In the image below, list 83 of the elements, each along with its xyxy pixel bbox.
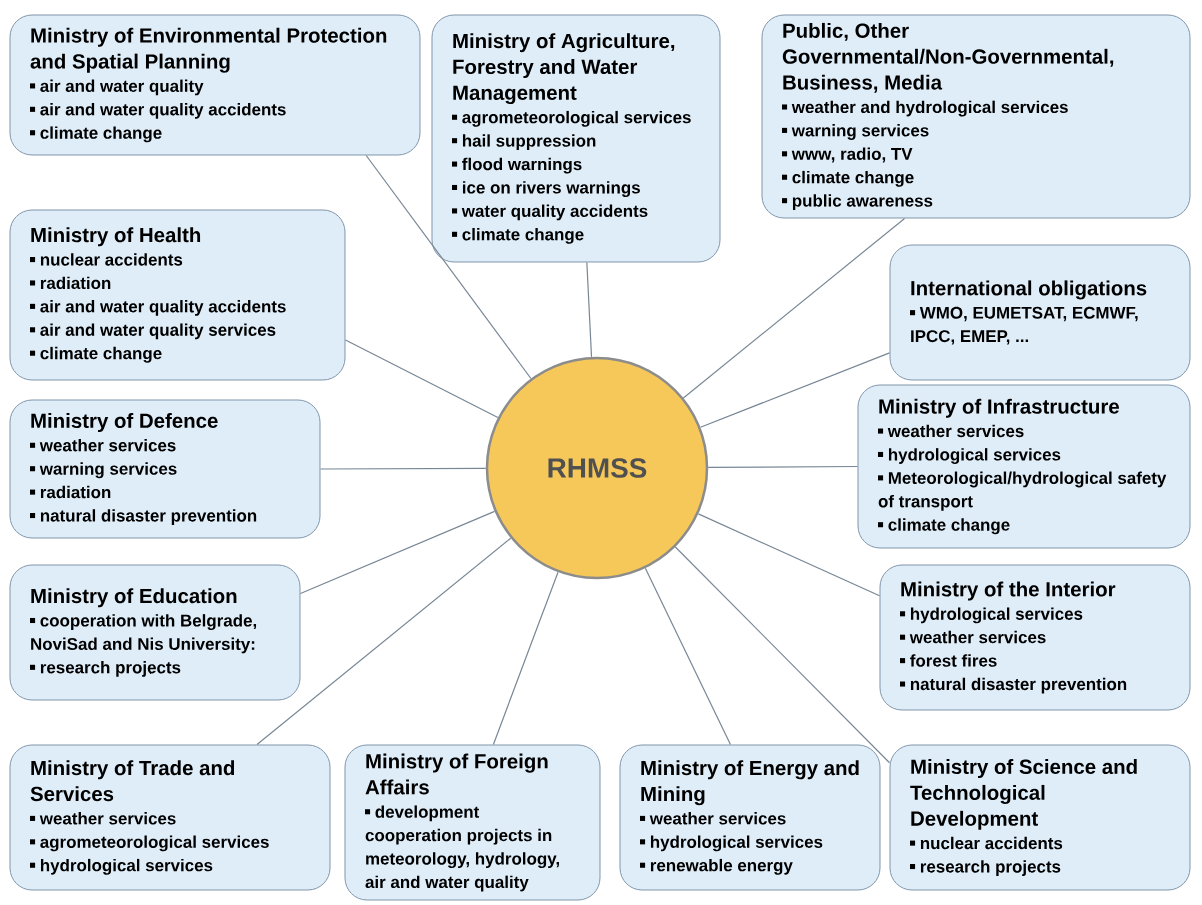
connector-line — [299, 510, 496, 595]
list-item: hydrological services — [30, 858, 213, 875]
list-item: air and water quality accidents — [30, 300, 286, 316]
list-item: agrometeorological services — [452, 110, 691, 127]
connector-line — [256, 537, 512, 746]
list-item: development cooperation projects in meteorology, hydrology, air and water quality — [365, 805, 559, 892]
list-item: hydrological services — [878, 448, 1061, 464]
list-item: research projects — [30, 661, 181, 677]
list-item: WMO, EUMETSAT, ECMWF, IPCC, EMEP, ... — [910, 306, 1138, 345]
list-item: climate change — [30, 346, 162, 363]
connector-line — [644, 567, 732, 746]
list-item: flood warnings — [452, 157, 582, 174]
heading: Ministry of Energy and Mining — [641, 760, 859, 806]
list-item: weather services — [900, 630, 1046, 644]
list-item: forest fires — [900, 654, 997, 667]
list-item: hail suppression — [452, 134, 596, 151]
list-item: radiation — [30, 276, 111, 290]
heading: Public, Other Governmental/Non-Governmental, Business, Media — [782, 22, 1114, 93]
heading: Ministry of Agriculture, Forestry and Water Management — [453, 33, 675, 105]
callout-bubble — [9, 564, 301, 701]
callout-bubble — [9, 14, 421, 156]
list-item: radiation — [30, 485, 111, 499]
heading: Ministry of Defence — [31, 413, 218, 433]
list-item: www, radio, TV — [782, 147, 913, 163]
list-item: air and water quality — [30, 79, 204, 96]
callout-bubble — [9, 209, 346, 381]
list-item: agrometeorological services — [30, 835, 269, 852]
connector-line — [319, 467, 487, 470]
list-item: nuclear accidents — [910, 836, 1063, 850]
callout-bubble — [431, 14, 721, 263]
callout-bubble — [761, 14, 1191, 219]
connector-line — [674, 546, 891, 764]
list-item: hydrological services — [640, 835, 823, 852]
list-item: renewable energy — [640, 858, 793, 875]
list-item: natural disaster prevention — [30, 509, 257, 525]
list-item: public awareness — [782, 194, 933, 211]
callout-bubble — [889, 744, 1191, 891]
connector-line — [586, 261, 593, 358]
list-item: weather and hydrological services — [782, 100, 1068, 117]
callout-bubble — [857, 384, 1191, 549]
heading: Ministry of Trade and Services — [30, 760, 235, 802]
callout-bubble — [9, 744, 331, 891]
list-item: climate change — [782, 170, 914, 187]
list-item: air and water quality services — [30, 323, 276, 340]
center-circle — [485, 356, 709, 580]
list-item: ice on rivers warnings — [452, 181, 640, 197]
connector-line — [492, 571, 559, 746]
list-item: weather services — [640, 812, 786, 825]
heading: Ministry of Foreign Affairs — [365, 753, 548, 795]
list-item: weather services — [30, 812, 176, 825]
heading: International obligations — [911, 280, 1147, 300]
list-item: nuclear accidents — [30, 253, 183, 266]
heading: Ministry of Health — [31, 227, 201, 247]
callout-bubble — [879, 564, 1191, 711]
center-label: RHMSS — [548, 458, 647, 478]
list-item: weather services — [878, 424, 1024, 438]
list-item: warning services — [782, 124, 929, 140]
heading: Ministry of Science and Technological Development — [910, 759, 1137, 830]
connector-line — [344, 339, 499, 419]
connector-line — [682, 217, 906, 399]
connector-line — [699, 352, 891, 428]
connector-line — [365, 154, 532, 380]
callout-bubble — [619, 744, 881, 891]
callout-bubble — [344, 744, 601, 901]
list-item: water quality accidents — [452, 204, 648, 221]
list-item: climate change — [30, 126, 162, 143]
connector-line — [707, 465, 859, 468]
callout-bubble — [889, 244, 1191, 381]
list-item: air and water quality accidents — [30, 103, 286, 119]
callout-bubble — [9, 399, 321, 539]
list-item: natural disaster prevention — [900, 677, 1127, 694]
list-item: hydrological services — [900, 607, 1083, 624]
heading: Ministry of Education — [31, 588, 237, 608]
connector-line — [697, 513, 881, 597]
list-item: climate change — [452, 228, 584, 244]
list-item: warning services — [30, 462, 177, 479]
list-item: weather services — [30, 438, 176, 452]
heading: Ministry of the Interior — [901, 581, 1116, 601]
list-item: climate change — [878, 518, 1010, 535]
list-item: research projects — [910, 860, 1061, 876]
list-item: cooperation with Belgrade, NoviSad and Nis University: — [30, 614, 257, 654]
heading: Ministry of Infrastructure — [879, 398, 1119, 418]
heading: Ministry of Environmental Protection and Spatial Planning — [30, 27, 387, 73]
